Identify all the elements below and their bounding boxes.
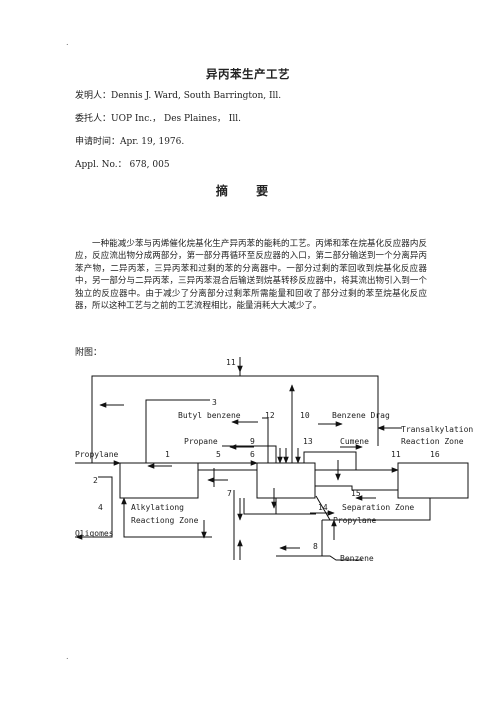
benzene-line <box>322 555 362 561</box>
num-5: 5 <box>216 450 221 459</box>
label-transalkylation: Transalkylation <box>401 425 473 434</box>
alkylation-reactor-box <box>119 462 199 499</box>
abstract-text: 一种能减少苯与丙烯催化烷基化生产异丙苯的能耗的工艺。丙烯和苯在烷基化反应器内反应… <box>75 239 427 312</box>
num-7: 7 <box>227 489 232 498</box>
abstract-heading: 摘 要 <box>215 184 281 198</box>
num-12: 12 <box>265 411 275 420</box>
appl-no-line: Appl. No.： 678, 005 <box>75 160 170 170</box>
num-9: 9 <box>250 437 255 446</box>
line-12 <box>262 417 269 463</box>
line-9 <box>222 445 277 463</box>
label-propane: Propane <box>184 437 218 446</box>
label-propylene-in: Propylane <box>75 450 119 459</box>
label-alk-reaction-zone: Reactiong Zone <box>131 516 199 525</box>
num-4: 4 <box>98 503 103 512</box>
label-oligomers: Oligomes <box>75 529 114 538</box>
separation-zone-box <box>256 462 316 499</box>
num-11-top: 11 <box>226 358 236 367</box>
num-10: 10 <box>300 411 310 420</box>
num-1: 1 <box>165 450 170 459</box>
stream-numbers: 11 3 12 10 9 13 1 5 6 11 16 2 7 15 4 14 … <box>93 358 440 551</box>
num-2: 2 <box>93 476 98 485</box>
num-3: 3 <box>212 398 217 407</box>
line-14 <box>275 498 290 515</box>
line-15 <box>315 485 398 491</box>
stream-labels: Butyl benzene Benzene Drag Transalkylati… <box>75 411 473 563</box>
assignee-line: 委托人：UOP Inc.， Des Plaines， Ill. <box>75 114 241 124</box>
label-separation-zone: Separation Zone <box>342 503 414 512</box>
num-6: 6 <box>250 450 255 459</box>
footer-dot: . <box>66 652 69 661</box>
document-title: 异丙苯生产工艺 <box>206 67 290 81</box>
label-propylene-out: Propylane <box>333 516 377 525</box>
recycle-line-11b <box>240 375 379 446</box>
num-11-right: 11 <box>391 450 401 459</box>
propylene-out-line <box>315 495 350 521</box>
num-16: 16 <box>430 450 440 459</box>
label-alkylation: Alkylationg <box>131 503 184 512</box>
num-8: 8 <box>313 542 318 551</box>
line-13 <box>303 451 357 470</box>
trans-outlet-line <box>322 498 431 521</box>
figure-label: 附图： <box>75 348 103 358</box>
num-15: 15 <box>351 489 361 498</box>
filed-line: 申请时间：Apr. 19, 1976. <box>75 137 185 147</box>
label-butyl-benzene: Butyl benzene <box>178 411 241 420</box>
label-cumene: Cumene <box>340 437 369 446</box>
label-benzene: Benzene <box>340 554 374 563</box>
label-benzene-drag: Benzene Drag <box>332 411 390 420</box>
transalkylation-reactor-box <box>397 462 469 499</box>
oligomer-line <box>123 498 212 538</box>
line-4 <box>75 476 113 538</box>
label-trans-reaction-zone: Reaction Zone <box>401 437 464 446</box>
line-7b <box>243 498 316 515</box>
inventor-line: 发明人：Dennis J. Ward, South Barrington, Il… <box>75 91 282 101</box>
header-dot: . <box>66 38 69 47</box>
line-3 <box>145 399 210 463</box>
num-13: 13 <box>303 437 313 446</box>
num-14: 14 <box>318 503 328 512</box>
